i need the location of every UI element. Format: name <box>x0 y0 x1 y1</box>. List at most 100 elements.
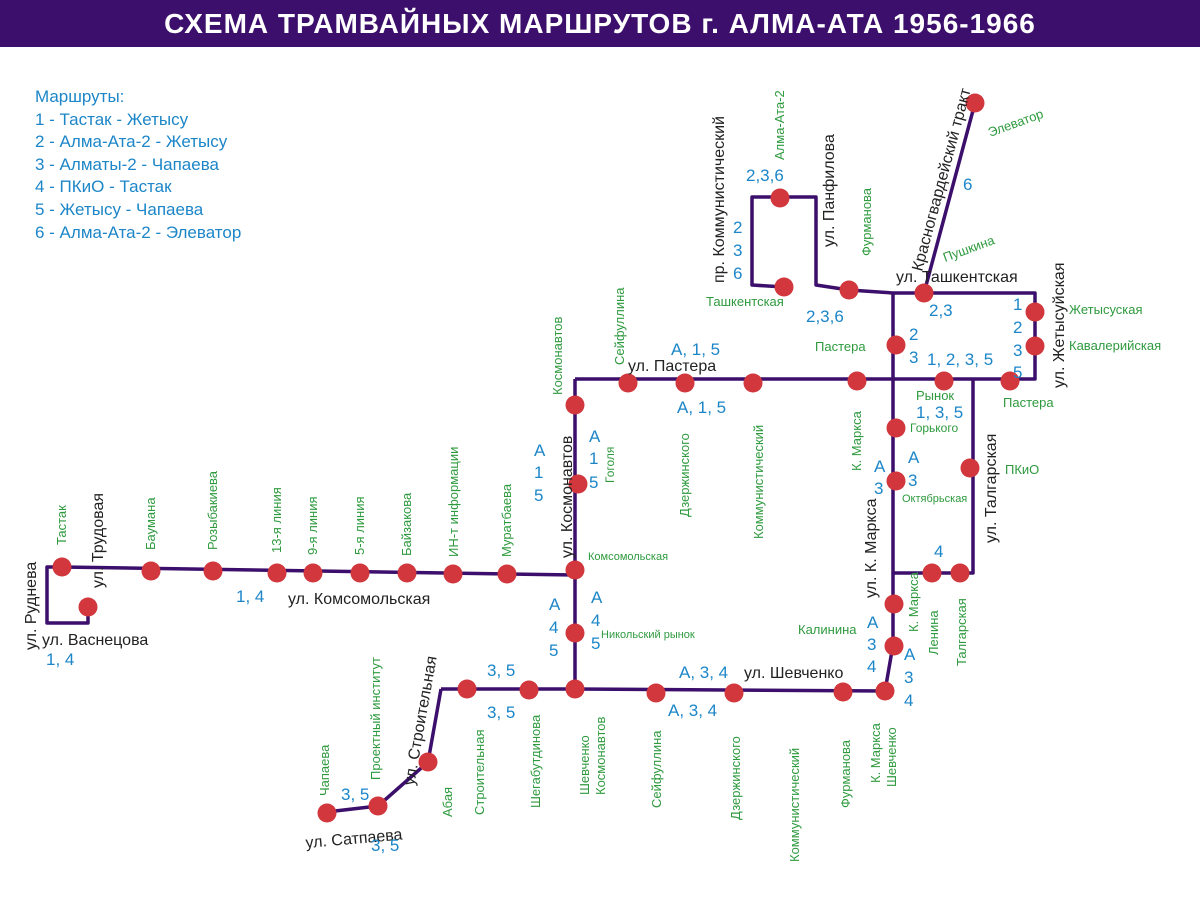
route-label: 4 <box>591 611 600 630</box>
stop-label-kommun-s: Коммунистический <box>787 748 802 862</box>
route-label: 1, 2, 3, 5 <box>927 350 993 369</box>
stop-marker <box>886 418 906 438</box>
stop-label-rynok: Рынок <box>916 388 954 403</box>
stop-marker <box>368 796 388 816</box>
stop-label-pushkina: Пушкина <box>941 232 997 265</box>
map-title: СХЕМА ТРАМВАЙНЫХ МАРШРУТОВ г. АЛМА-АТА 1… <box>164 8 1036 39</box>
stop-label-shev-kosm-2: Космонавтов <box>593 716 608 795</box>
stop-marker <box>950 563 970 583</box>
route-label: 6 <box>963 175 972 194</box>
stop-label-k-marksa-s: К. Маркса <box>906 571 921 632</box>
stop-label-baumana: Баумана <box>143 497 158 550</box>
stop-marker <box>203 561 223 581</box>
stop-marker <box>884 594 904 614</box>
route-label: 3, 5 <box>371 836 399 855</box>
street-label-vasnetsova: ул. Васнецова <box>42 632 148 649</box>
route-label: 4 <box>934 542 943 561</box>
stop-marker <box>565 623 585 643</box>
stops <box>52 93 1045 823</box>
stop-label-seyfullina-n: Сейфуллина <box>612 287 627 365</box>
street-label-k-marksa: ул. К. Маркса <box>863 498 880 598</box>
stop-label-kalinina: Калинина <box>798 622 857 637</box>
street-label-talgarskaya: ул. Талгарская <box>983 434 1000 543</box>
stop-label-zhetysuskaya: Жетысуская <box>1069 302 1143 317</box>
stop-label-pkio: ПКиО <box>1005 462 1039 477</box>
route-label: 3, 5 <box>487 703 515 722</box>
stop-marker <box>886 335 906 355</box>
legend-item: 4 - ПКиО - Тастак <box>35 177 172 197</box>
route-label: А <box>591 588 603 607</box>
stop-marker <box>1025 302 1045 322</box>
street-label-zhetysuyskaya: ул. Жетысуйская <box>1051 263 1068 389</box>
stop-label-stroitelnaya: Строительная <box>472 730 487 815</box>
stop-marker <box>78 597 98 617</box>
route-legend: Маршруты: 1 - Тастак - Жетысу 2 - Алма-А… <box>35 86 241 244</box>
stop-label-oktyabrskaya: Октябрьская <box>902 493 967 505</box>
route-label: 5 <box>534 486 543 505</box>
stop-marker <box>675 373 695 393</box>
track-elevator <box>922 102 977 294</box>
route-label: 3 <box>1013 341 1022 360</box>
route-label: 2 <box>909 325 918 344</box>
route-label: 2 <box>733 218 742 237</box>
stop-label-tashkentskaya: Ташкентская <box>706 294 784 309</box>
stop-marker <box>497 564 517 584</box>
stop-marker <box>875 681 895 701</box>
stop-label-dzerzhinskogo-n: Дзержинского <box>677 433 692 517</box>
stop-marker <box>646 683 666 703</box>
route-label: 3 <box>733 241 742 260</box>
stop-label-gogolya: Гоголя <box>603 447 617 483</box>
stop-marker <box>833 682 853 702</box>
stop-label-kavaleriyskaya: Кавалерийская <box>1069 338 1161 353</box>
route-label: 1, 4 <box>236 587 264 606</box>
street-labels: ул. Руднева ул. Трудовая ул. Васнецова у… <box>23 86 1068 852</box>
route-label: 6 <box>733 264 742 283</box>
stop-marker <box>884 636 904 656</box>
route-labels: А, 1, 5 А, 1, 5 1, 2, 3, 5 1, 3, 5 1, 4 … <box>46 166 1022 855</box>
route-label: А <box>904 645 916 664</box>
route-label: 2 <box>1013 318 1022 337</box>
route-label: 5 <box>589 473 598 492</box>
stop-label-komsomolskaya: Комсомольская <box>588 551 668 563</box>
route-label: А <box>589 427 601 446</box>
stop-label-k-marksa-n: К. Маркса <box>849 410 864 471</box>
stop-label-abaya: Абая <box>440 787 455 817</box>
route-label: А <box>867 613 879 632</box>
stop-label-kms-2: Шевченко <box>884 727 899 787</box>
stop-label-elevator: Элеватор <box>986 106 1045 140</box>
stop-label-rozybakieva: Розыбакиева <box>205 470 220 550</box>
street-label-komsomolskaya: ул. Комсомольская <box>288 591 430 608</box>
route-label: А, 1, 5 <box>671 340 720 359</box>
stop-label-pastera-top: Пастера <box>815 339 866 354</box>
track-k-marksa-south <box>883 573 895 692</box>
stop-marker <box>724 683 744 703</box>
stop-labels: Тастак Баумана Розыбакиева 13-я линия 9-… <box>54 90 1161 862</box>
stop-marker <box>743 373 763 393</box>
route-label: А, 3, 4 <box>668 701 717 720</box>
stop-label-seyfullina-s: Сейфуллина <box>649 730 664 808</box>
route-label: 3 <box>867 635 876 654</box>
stop-label-13: 13-я линия <box>269 487 284 553</box>
stop-marker <box>839 280 859 300</box>
street-label-shevchenko: ул. Шевченко <box>744 665 843 682</box>
stop-marker <box>886 471 906 491</box>
route-label: 1, 4 <box>46 650 74 669</box>
route-label: 1 <box>1013 295 1022 314</box>
stop-marker <box>965 93 985 113</box>
route-label: А, 3, 4 <box>679 663 728 682</box>
route-label: А <box>874 457 886 476</box>
stop-marker <box>443 564 463 584</box>
stop-label-5: 5-я линия <box>352 496 367 555</box>
stop-marker <box>418 752 438 772</box>
legend-item: 3 - Алматы-2 - Чапаева <box>35 154 220 174</box>
track-stroitelnaya <box>317 688 443 815</box>
stop-marker <box>457 679 477 699</box>
stop-label-talgarskaya: Талгарская <box>954 598 969 666</box>
stop-label-kommun-n: Коммунистический <box>751 425 766 539</box>
stop-label-muratbaeva: Муратбаева <box>499 483 514 557</box>
legend-item: 6 - Алма-Ата-2 - Элеватор <box>35 222 242 242</box>
stop-marker <box>565 679 585 699</box>
stop-marker <box>303 563 323 583</box>
route-label: 2,3,6 <box>806 307 844 326</box>
